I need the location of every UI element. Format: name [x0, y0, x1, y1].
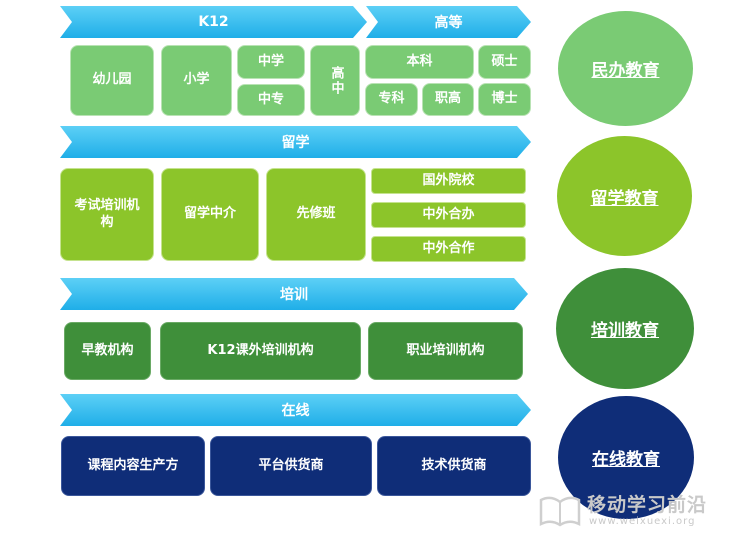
training-header-label: 培训 [280, 287, 308, 303]
watermark: 移动学习前沿 www.weixuexi.org [537, 488, 737, 532]
k12-header-arrow: K12 [60, 6, 367, 38]
middle-school-box: 中学 [237, 45, 305, 79]
online-education-circle: 在线教育 [558, 396, 694, 519]
preparatory-class-box: 先修班 [266, 168, 366, 261]
foreign-institution-box: 国外院校 [371, 168, 526, 194]
junior-college-box: 专科 [365, 83, 418, 116]
book-icon [539, 496, 581, 527]
study-abroad-education-circle: 留学教育 [557, 136, 692, 256]
kindergarten-box: 幼儿园 [70, 45, 154, 116]
undergraduate-box: 本科 [365, 45, 474, 79]
sino-foreign-cooperation-box: 中外合作 [371, 236, 526, 262]
high-school-label: 高中 [328, 65, 344, 96]
vocational-training-box: 职业培训机构 [368, 322, 523, 380]
training-header-arrow: 培训 [60, 278, 528, 310]
study-abroad-agency-box: 留学中介 [161, 168, 259, 261]
online-header-label: 在线 [281, 403, 310, 419]
private-education-circle: 民办教育 [558, 11, 693, 126]
vocational-college-box: 职高 [422, 83, 474, 116]
online-header-arrow: 在线 [60, 394, 531, 426]
k12-tutoring-box: K12课外培训机构 [160, 322, 361, 380]
sino-foreign-joint-run-box: 中外合办 [371, 202, 526, 228]
study-abroad-header-label: 留学 [281, 135, 310, 151]
high-school-box: 高中 [310, 45, 360, 116]
exam-training-box: 考试培训机构 [60, 168, 154, 261]
content-producer-box: 课程内容生产方 [61, 436, 205, 496]
master-box: 硕士 [478, 45, 531, 79]
primary-school-box: 小学 [161, 45, 232, 116]
online-education-label: 在线教育 [592, 450, 660, 470]
secondary-vocational-box: 中专 [237, 84, 305, 116]
study-abroad-education-label: 留学教育 [590, 188, 659, 209]
training-education-circle: 培训教育 [556, 268, 694, 389]
tech-supplier-box: 技术供货商 [377, 436, 531, 496]
doctor-box: 博士 [478, 83, 531, 116]
higher-header-arrow: 高等 [366, 6, 531, 38]
study-abroad-header-arrow: 留学 [60, 126, 531, 158]
watermark-title: 移动学习前沿 [587, 494, 708, 516]
early-education-box: 早教机构 [64, 322, 151, 380]
private-education-label: 民办教育 [591, 61, 660, 81]
platform-supplier-box: 平台供货商 [210, 436, 372, 496]
higher-header-label: 高等 [434, 15, 463, 31]
training-education-label: 培训教育 [591, 321, 659, 341]
k12-header-label: K12 [198, 14, 229, 30]
watermark-url: www.weixuexi.org [589, 516, 696, 527]
